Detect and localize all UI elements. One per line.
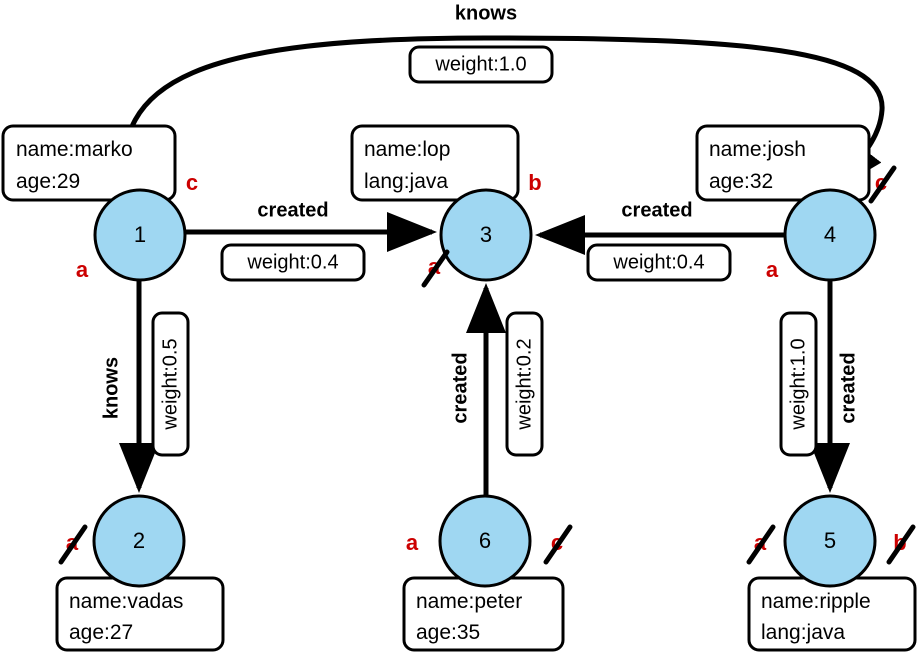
annotation-marker-a-node-1: a xyxy=(75,256,91,284)
node-circle[interactable] xyxy=(783,494,877,588)
edge-1-knows-4 xyxy=(121,35,885,191)
weight-box-created-4-3: weight:0.4 xyxy=(586,243,732,282)
annotation-marker-c-struck-node-4: c xyxy=(868,165,897,204)
annotation-letter: a xyxy=(76,257,89,282)
annotation-marker-a-struck-node-3: a xyxy=(421,249,450,288)
property-line: age:27 xyxy=(69,621,133,644)
property-line: lang:java xyxy=(761,621,845,644)
node-circle[interactable] xyxy=(783,188,877,282)
node-circle[interactable] xyxy=(92,494,186,588)
annotation-marker-c-node-1: c xyxy=(185,169,200,197)
edge-label-knows-1-4: knows xyxy=(455,2,517,24)
strikethrough-slash-icon xyxy=(886,524,916,565)
node-id-label: 6 xyxy=(479,528,491,553)
property-line: name:lop xyxy=(364,138,450,161)
strikethrough-slash-icon xyxy=(746,524,776,565)
property-box-node-3: name:lop lang:java xyxy=(350,124,520,202)
edge-label-created-4-3: created xyxy=(621,199,692,221)
weight-box-created-1-3: weight:0.4 xyxy=(220,243,366,282)
strikethrough-slash-icon xyxy=(58,524,88,565)
annotation-letter: b xyxy=(528,170,541,195)
property-box-node-2: name:vadas age:27 xyxy=(55,576,225,652)
weight-label: weight:1.0 xyxy=(787,338,809,430)
property-line: age:35 xyxy=(416,621,480,644)
weight-box-rect xyxy=(505,311,544,457)
node-1[interactable]: 1 xyxy=(93,188,187,282)
property-box-node-1: name:marko age:29 xyxy=(1,124,177,202)
weight-label: weight:0.2 xyxy=(513,338,535,430)
node-circle[interactable] xyxy=(93,188,187,282)
node-3[interactable]: 3 xyxy=(439,188,533,282)
edge-label-created-1-3: created xyxy=(257,199,328,221)
node-id-label: 3 xyxy=(480,222,492,247)
node-6[interactable]: 6 xyxy=(438,494,532,588)
property-line: age:32 xyxy=(709,170,773,193)
annotation-letter: a xyxy=(766,257,779,282)
property-line: name:vadas xyxy=(69,590,183,613)
property-box-rect xyxy=(695,124,871,202)
annotation-marker-a-node-6: a xyxy=(405,529,421,557)
weight-box-rect xyxy=(220,243,366,282)
property-line: lang:java xyxy=(364,170,448,193)
property-line: name:marko xyxy=(16,138,133,161)
annotation-marker-a-node-4: a xyxy=(765,256,781,284)
node-circle[interactable] xyxy=(438,494,532,588)
weight-label: weight:0.4 xyxy=(612,251,704,273)
edge-labels-layer: knows created created knows created crea… xyxy=(99,1,861,425)
edge-label-created-4-5: created xyxy=(837,352,859,423)
weight-box-rect xyxy=(586,243,732,282)
property-line: name:josh xyxy=(709,138,806,161)
edges-layer xyxy=(119,35,885,496)
strikethrough-slash-icon xyxy=(543,524,573,565)
weight-box-knows-1-2: weight:0.5 xyxy=(151,311,190,457)
edge-label-created-6-3: created xyxy=(449,352,471,423)
node-2[interactable]: 2 xyxy=(92,494,186,588)
weight-box-knows-1-4: weight:1.0 xyxy=(408,45,554,84)
annotation-marker-a-struck-node-5: a xyxy=(746,524,776,565)
strikethrough-slash-icon xyxy=(868,165,897,204)
nodes-layer: 1 3 4 2 6 5 xyxy=(92,188,877,588)
annotation-markers-layer: c a b a c a a xyxy=(58,165,916,565)
weight-label: weight:0.5 xyxy=(159,338,181,430)
annotation-marker-b-struck-node-5: b xyxy=(886,524,916,565)
weight-box-created-4-5: weight:1.0 xyxy=(779,311,818,457)
weight-box-rect xyxy=(779,311,818,457)
weight-boxes-layer: weight:1.0 weight:0.4 weight:0.4 weight:… xyxy=(151,45,818,457)
node-4[interactable]: 4 xyxy=(783,188,877,282)
node-id-label: 4 xyxy=(824,222,836,247)
node-id-label: 2 xyxy=(133,528,145,553)
edge-path-knows-1-4 xyxy=(121,35,885,191)
property-line: name:peter xyxy=(416,590,522,613)
property-boxes-layer: name:marko age:29 name:lop lang:java nam… xyxy=(1,124,917,652)
property-line: name:ripple xyxy=(761,590,871,613)
weight-label: weight:1.0 xyxy=(434,53,526,75)
property-box-node-5: name:ripple lang:java xyxy=(747,576,917,652)
weight-box-rect xyxy=(408,45,554,84)
edge-label-knows-1-2: knows xyxy=(100,357,122,419)
weight-box-rect xyxy=(151,311,190,457)
annotation-marker-c-struck-node-6: c xyxy=(543,524,573,565)
property-box-node-4: name:josh age:32 xyxy=(695,124,871,202)
property-box-node-6: name:peter age:35 xyxy=(402,576,565,652)
weight-box-created-6-3: weight:0.2 xyxy=(505,311,544,457)
annotation-letter: a xyxy=(406,530,419,555)
annotation-marker-b-node-3: b xyxy=(527,169,543,197)
weight-label: weight:0.4 xyxy=(246,251,338,273)
strikethrough-slash-icon xyxy=(421,249,450,288)
node-id-label: 1 xyxy=(134,222,146,247)
node-id-label: 5 xyxy=(824,528,836,553)
node-circle[interactable] xyxy=(439,188,533,282)
property-box-rect xyxy=(350,124,520,202)
node-5[interactable]: 5 xyxy=(783,494,877,588)
annotation-marker-a-struck-node-2: a xyxy=(58,524,88,565)
property-line: age:29 xyxy=(16,170,80,193)
annotation-letter: c xyxy=(186,170,198,195)
property-box-rect xyxy=(1,124,177,202)
